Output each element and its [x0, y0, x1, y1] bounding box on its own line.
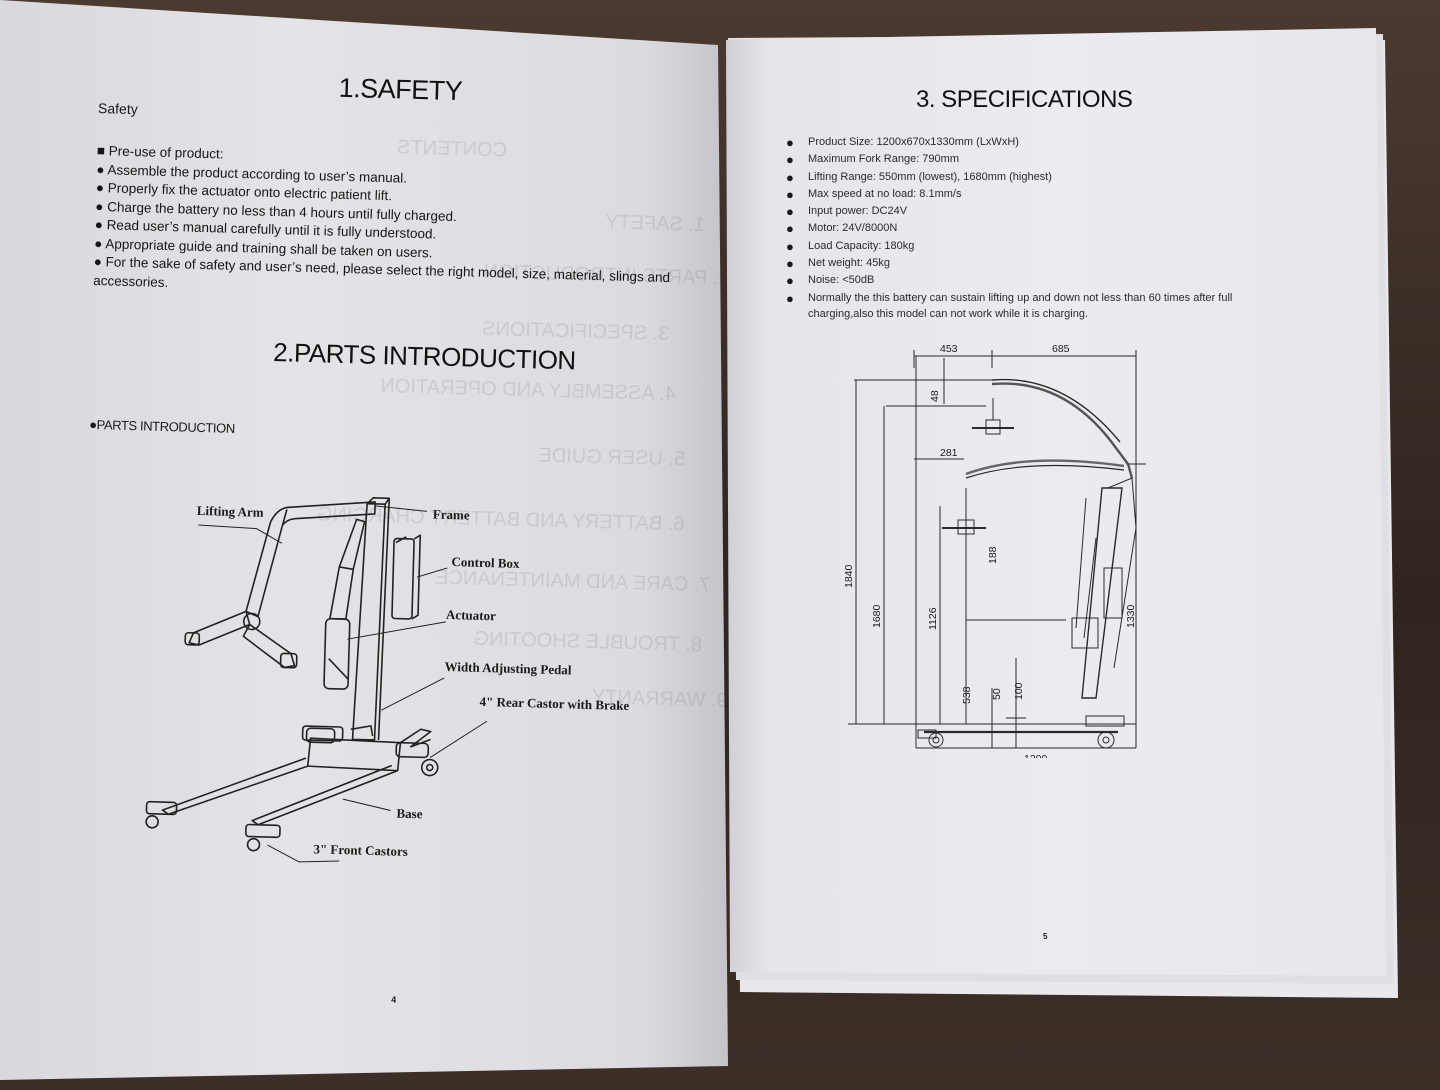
spec-item: ● Normally the this battery can sustain l… [786, 290, 1306, 322]
spec-text: Product Size: 1200x670x1330mm (LxWxH) [808, 136, 1019, 148]
dim-1680: 1680 [871, 604, 883, 628]
label-frame: Frame [432, 506, 470, 523]
parts-subtitle: ●PARTS INTRODUCTION [88, 416, 236, 436]
spec-item: ● Input power: DC24V [786, 203, 1306, 220]
page-number-left: 4 [391, 994, 397, 1005]
spec-item: ● Product Size: 1200x670x1330mm (LxWxH) [786, 134, 1306, 151]
spec-text: Max speed at no load: 8.1mm/s [808, 187, 962, 200]
bullet-dot: ● [786, 290, 794, 306]
spec-item: ● Load Capacity: 180kg [786, 238, 1306, 255]
bullet-dot: ● [786, 256, 794, 272]
dim-50: 50 [991, 688, 1003, 700]
bullet-dot: ● [786, 186, 794, 202]
dimension-drawing: 453 685 281 1200 48 1840 1680 1126 188 1… [843, 343, 1146, 758]
dim-453: 453 [940, 343, 958, 355]
bullet-dot: ● [786, 135, 794, 150]
spec-text: Normally the this battery can sustain li… [808, 291, 1233, 320]
spec-item: ● Motor: 24V/8000N [786, 220, 1306, 237]
dim-1200: 1200 [1024, 753, 1048, 758]
bullet-dot: ● [786, 169, 794, 185]
label-front-castors: 3" Front Castors [313, 841, 408, 859]
label-lifting-arm: Lifting Arm [196, 502, 264, 520]
left-page: 1.SAFETY Safety ■ Pre-use of product: ● … [0, 0, 728, 1080]
ghost-line: 1. SAFETY [604, 211, 706, 237]
spec-text: Maximum Fork Range: 790mm [808, 153, 959, 166]
label-actuator: Actuator [445, 606, 497, 624]
bullet-dot: ● [786, 204, 794, 220]
ghost-line: 5. USER GUIDE [538, 444, 686, 471]
dim-281: 281 [940, 447, 958, 459]
spec-text: Noise: <50dB [808, 274, 875, 287]
ghost-line: 4. ASSEMBLY AND OPERATION [380, 375, 677, 406]
dim-1330: 1330 [1125, 604, 1137, 628]
spec-text: Motor: 24V/8000N [808, 222, 898, 235]
spec-item: ● Net weight: 45kg [786, 255, 1306, 272]
dim-100: 100 [1013, 682, 1025, 700]
spec-item: ● Lifting Range: 550mm (lowest), 1680mm (… [786, 169, 1306, 186]
dim-1840: 1840 [843, 564, 855, 588]
bullet-dot: ● [786, 152, 794, 168]
page-number-right: 5 [1043, 932, 1048, 941]
bullet-dot: ● [786, 221, 794, 237]
dim-685: 685 [1052, 343, 1070, 355]
ghost-line: 3. SPECIFICATIONS [481, 317, 670, 346]
safety-section-title: 1.SAFETY [338, 72, 463, 107]
bullet-dot: ● [786, 238, 794, 254]
spec-item: ● Noise: <50dB [786, 272, 1306, 289]
dim-188: 188 [987, 546, 999, 564]
dim-48: 48 [929, 390, 941, 402]
right-page: 3. SPECIFICATIONS ● Product Size: 1200x67… [726, 28, 1386, 976]
ghost-contents: CONTENTS [396, 136, 508, 162]
specifications-title: 3. SPECIFICATIONS [916, 86, 1133, 113]
spec-item: ● Maximum Fork Range: 790mm [786, 151, 1306, 168]
label-control-box: Control Box [451, 554, 520, 571]
bullet-dot: ● [786, 273, 794, 289]
spec-text: Input power: DC24V [808, 205, 908, 218]
spec-text: Net weight: 45kg [808, 257, 890, 270]
spec-text: Load Capacity: 180kg [808, 239, 915, 252]
spec-list: ● Product Size: 1200x670x1330mm (LxWxH) ●… [786, 134, 1306, 322]
dim-1126: 1126 [927, 607, 939, 630]
left-page-content: 1.SAFETY Safety ■ Pre-use of product: ● … [88, 72, 706, 1005]
label-base: Base [396, 805, 423, 822]
parts-section-title: 2.PARTS INTRODUCTION [272, 337, 577, 376]
safety-subtitle: Safety [97, 100, 138, 118]
dim-538: 538 [961, 686, 973, 704]
spec-item: ● Max speed at no load: 8.1mm/s [786, 186, 1306, 203]
spec-text: Lifting Range: 550mm (lowest), 1680mm (h… [808, 170, 1052, 183]
patient-lift-illustration [145, 497, 488, 863]
